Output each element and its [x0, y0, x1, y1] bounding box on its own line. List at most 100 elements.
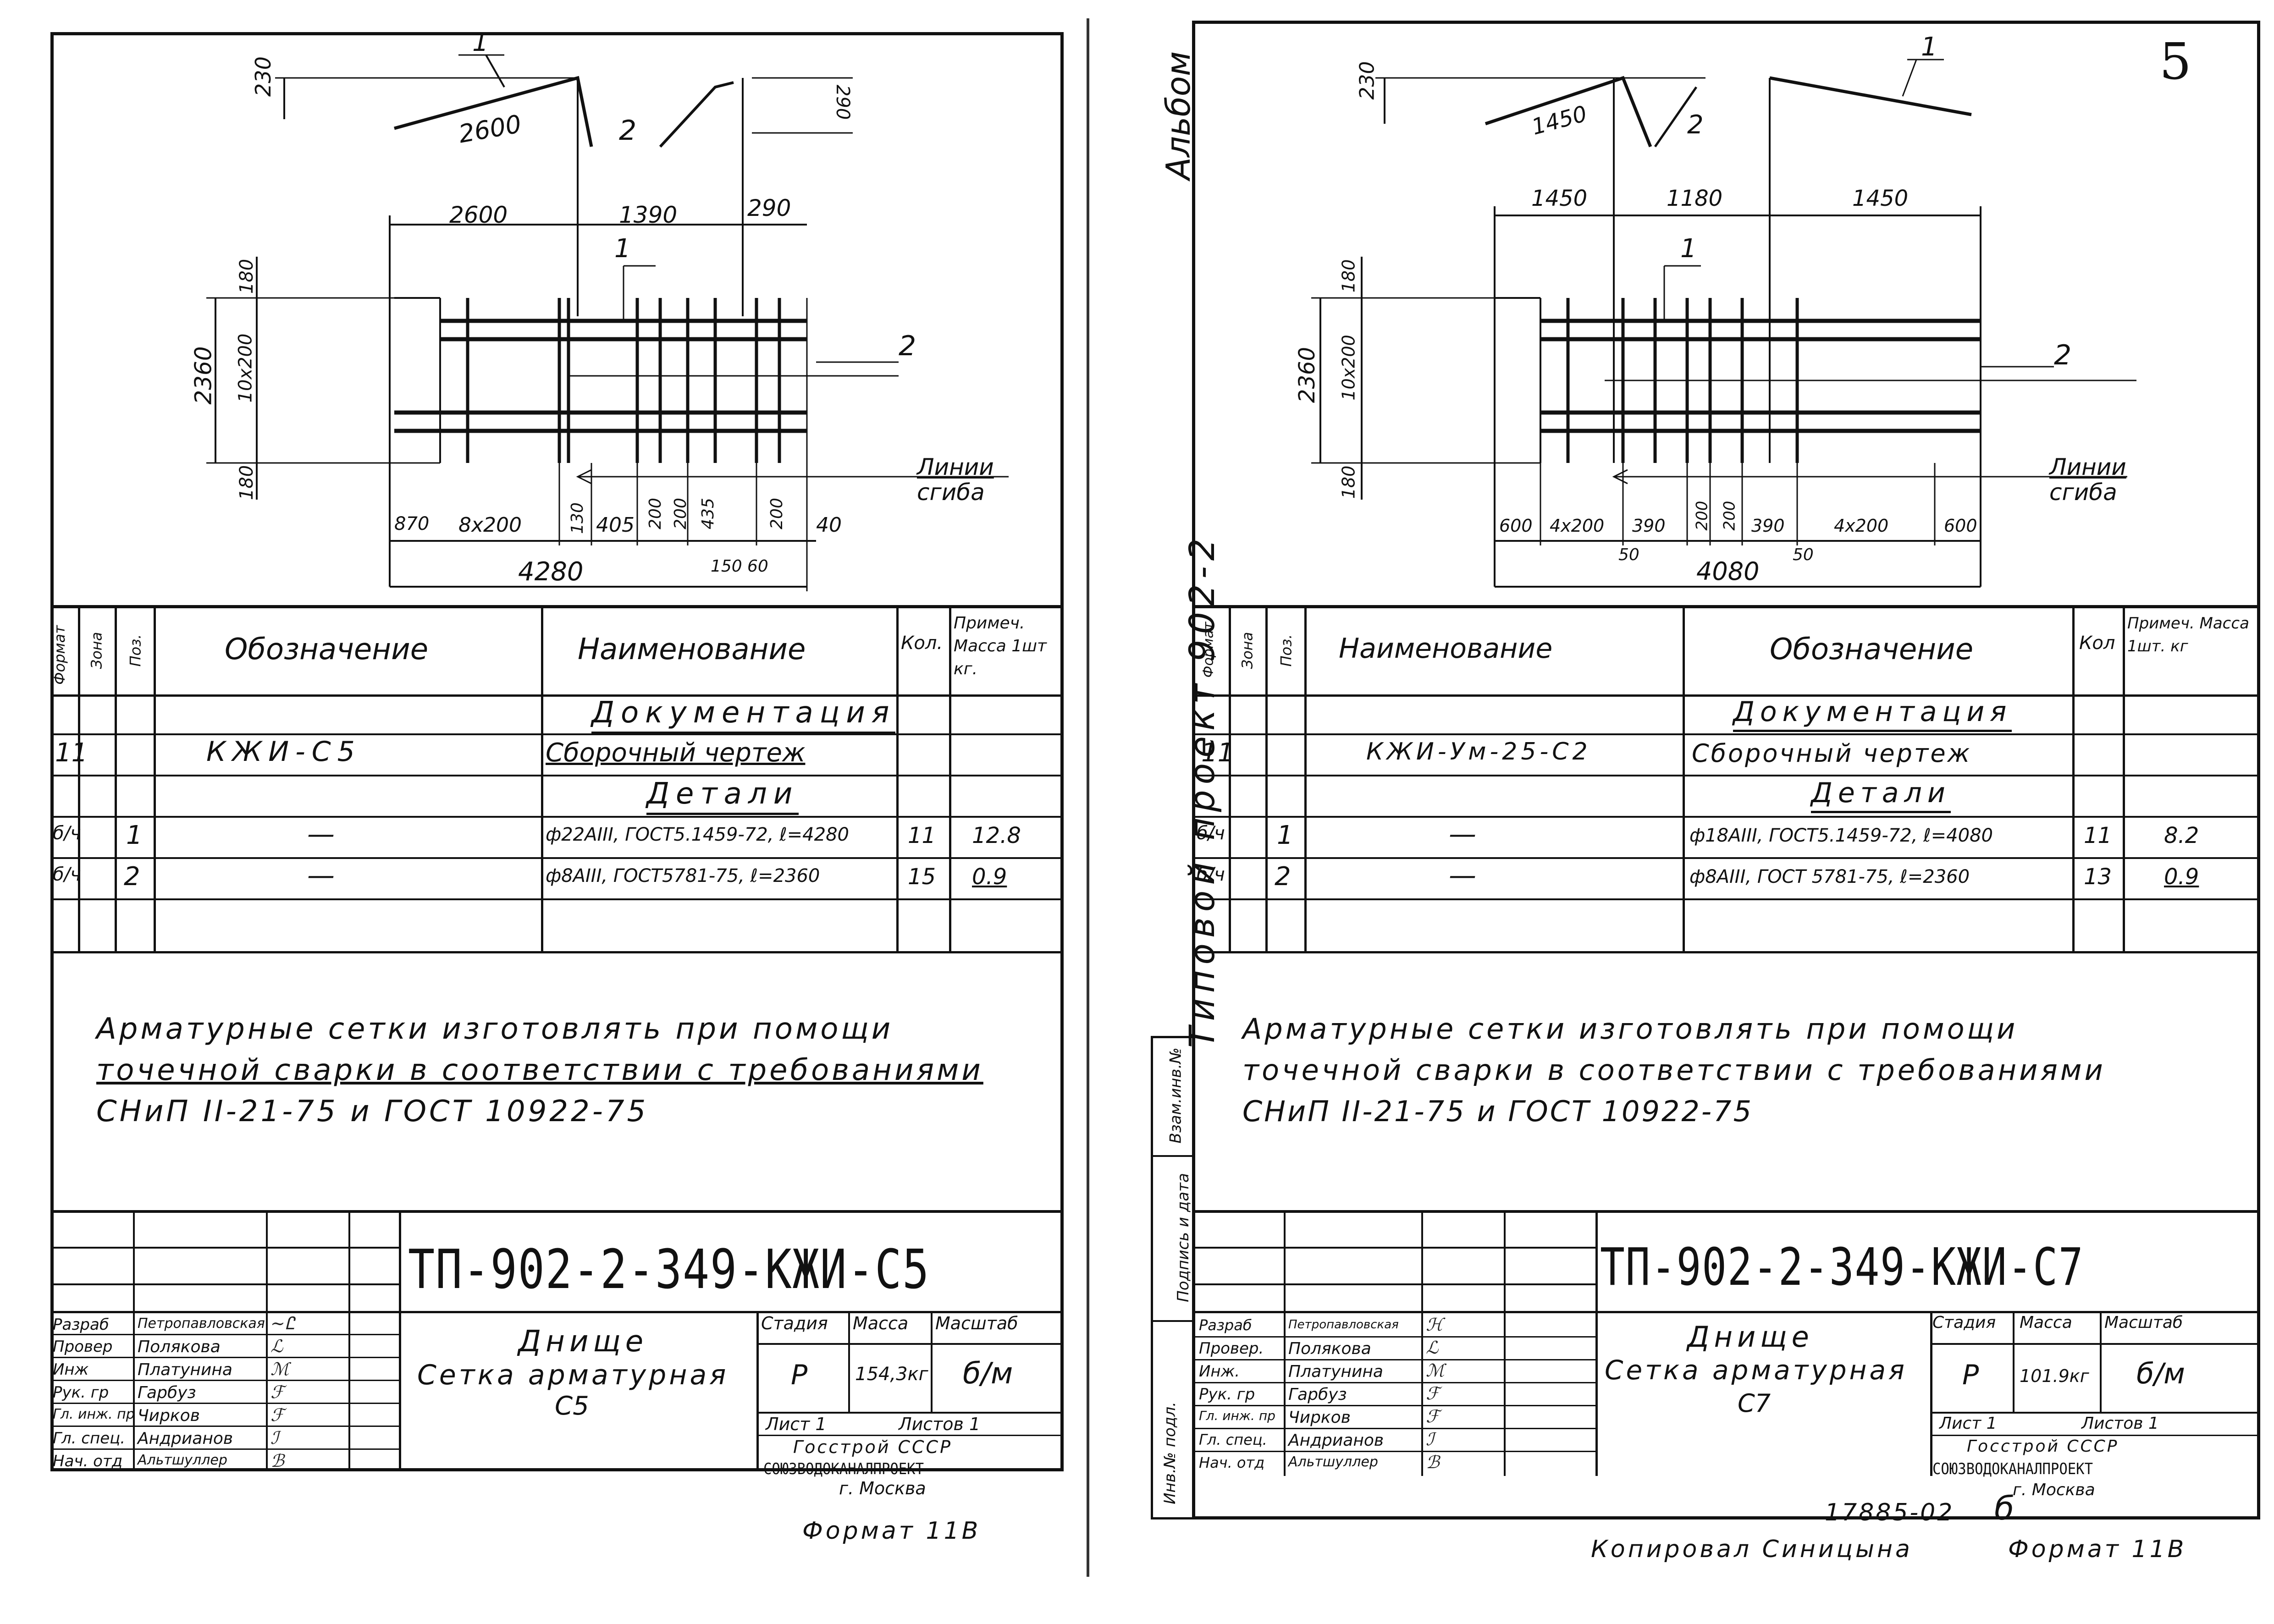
- role-3: Инж: [53, 1360, 89, 1379]
- row2-format: б/ч: [53, 864, 81, 885]
- leader-label-2: 2: [619, 115, 637, 147]
- r-dim-10x200: 10x200: [1338, 335, 1359, 401]
- r-role-4: Рук. гр: [1199, 1385, 1255, 1404]
- r-person-4: Гарбуз: [1288, 1385, 1347, 1404]
- leader-label-2-mid: 2: [899, 330, 916, 362]
- person-4: Гарбуз: [138, 1383, 196, 1402]
- title-line-2: Сетка арматурная: [417, 1359, 729, 1391]
- dim-200-c: 200: [767, 498, 786, 529]
- r-row2-designation: —: [1449, 859, 1476, 892]
- r-doc-row-name: Сборочный чертеж: [1692, 739, 1972, 768]
- side-stamp-inv: Инв.№ подл.: [1160, 1402, 1179, 1504]
- person-2: Полякова: [138, 1338, 221, 1356]
- r-row1-mass: 8.2: [2164, 823, 2199, 848]
- left-rebar-mesh-drawing: [206, 54, 1009, 591]
- r-dim-230: 230: [1355, 61, 1379, 100]
- r-scale-value: б/м: [2136, 1357, 2185, 1390]
- signature-3: ℳ: [270, 1359, 289, 1379]
- r-role-5: Гл. инж. пр: [1199, 1408, 1275, 1423]
- r-sheets-label: Листов 1: [2081, 1414, 2159, 1433]
- scale-value: б/м: [963, 1357, 1013, 1391]
- dim-200-b: 200: [671, 498, 690, 529]
- r-dim-200-b: 200: [1720, 501, 1739, 531]
- r-role-6: Гл. спец.: [1199, 1431, 1267, 1448]
- r-row1-name: ф18АIII, ГОСТ5.1459-72, ℓ=4080: [1689, 825, 1993, 846]
- person-7: Альтшуллер: [138, 1452, 227, 1468]
- right-sheet-frame: [1192, 21, 2260, 1519]
- r-title-line-2: Сетка арматурная: [1605, 1354, 1907, 1386]
- r-org-2: СОЮЗВОДОКАНАЛПРОЕКТ: [1932, 1460, 2093, 1478]
- r-person-5: Чирков: [1288, 1408, 1351, 1427]
- r-header-qty: Кол: [2079, 633, 2115, 654]
- dim-180-bottom: 180: [236, 465, 258, 501]
- note-line-1: Арматурные сетки изготовлять при помощи: [96, 1012, 894, 1046]
- right-rebar-mesh-drawing: [1311, 59, 2136, 588]
- role-5: Гл. инж. пр: [53, 1406, 135, 1422]
- r-dim-1450-right: 1450: [1852, 186, 1909, 211]
- r-leader-label-2: 2: [1687, 110, 1704, 140]
- person-6: Андрианов: [138, 1429, 233, 1448]
- r-org-1: Госстрой СССР: [1967, 1437, 2119, 1456]
- dim-2600-mid: 2600: [449, 202, 508, 228]
- note-line-2: точечной сварки в соответствии с требова…: [96, 1053, 983, 1087]
- r-title-line-3: С7: [1738, 1389, 1771, 1418]
- r-dim-4080: 4080: [1696, 557, 1760, 586]
- left-title-block: ТП-902-2-349-КЖИ-С5 Днище Сетка арматурн…: [50, 1210, 1064, 1498]
- r-person-7: Альтшуллер: [1288, 1454, 1378, 1470]
- stage-label: Стадия: [761, 1313, 828, 1333]
- r-signature-4: ℱ: [1426, 1383, 1440, 1404]
- r-dim-1450-left: 1450: [1531, 186, 1588, 211]
- stage-value: Р: [791, 1359, 808, 1391]
- r-header-zone: Зона: [1238, 632, 1256, 669]
- bend-line-label-2: сгиба: [917, 479, 985, 506]
- mass-label: Масса: [853, 1313, 909, 1333]
- r-signature-6: ℐ: [1426, 1429, 1434, 1449]
- signature-2: ℒ: [270, 1336, 283, 1356]
- r-row2-qty: 13: [2084, 864, 2112, 890]
- r-signature-3: ℳ: [1426, 1360, 1445, 1381]
- sheet-label: Лист 1: [766, 1414, 827, 1434]
- r-dim-180-bottom: 180: [1338, 465, 1359, 499]
- dim-8x200: 8x200: [458, 513, 522, 537]
- r-dim-200-a: 200: [1693, 501, 1711, 531]
- leader-label-1-top: 1: [472, 28, 489, 57]
- note-line-3: СНиП II-21-75 и ГОСТ 10922-75: [96, 1095, 649, 1129]
- person-1: Петропавловская: [138, 1316, 265, 1332]
- r-row1-pos: 1: [1277, 820, 1293, 850]
- r-leader-label-2-mid: 2: [2054, 339, 2072, 371]
- doc-row-designation: КЖИ-С5: [206, 736, 361, 768]
- r-dim-4x200-left: 4x200: [1550, 516, 1605, 536]
- r-section-documentation: Документация: [1733, 696, 2012, 732]
- r-header-format: Формат: [1200, 622, 1217, 678]
- right-sheet: 5 Альбом Типовой проект 902-2 Инв.№ подл…: [1091, 0, 2274, 1624]
- row2-mass: 0.9: [972, 864, 1007, 890]
- r-row2-mass: 0.9: [2164, 864, 2199, 890]
- signature-5: ℱ: [270, 1405, 284, 1425]
- signature-6: ℐ: [270, 1428, 279, 1448]
- r-dim-1180: 1180: [1667, 186, 1723, 211]
- header-pos: Поз.: [127, 634, 144, 667]
- dim-10x200: 10x200: [235, 333, 256, 403]
- r-role-2: Провер.: [1199, 1339, 1264, 1358]
- bend-line-label-1: Линии: [917, 454, 994, 480]
- row2-qty: 15: [908, 864, 936, 890]
- left-spec-table: Формат Зона Поз. Обозначение Наименовани…: [50, 605, 1064, 953]
- doc-row-name: Сборочный чертеж: [546, 738, 806, 768]
- r-role-1: Разраб: [1199, 1316, 1252, 1334]
- header-name: Наименование: [578, 633, 806, 666]
- r-leader-label-1-mid: 1: [1680, 234, 1697, 264]
- r-dim-50-right: 50: [1793, 545, 1814, 564]
- r-header-pos: Поз.: [1277, 634, 1295, 667]
- leader-label-1-mid: 1: [614, 234, 631, 264]
- r-leader-label-1-top: 1: [1921, 32, 1937, 62]
- dim-1390: 1390: [619, 202, 678, 228]
- role-2: Провер: [53, 1338, 113, 1356]
- r-row1-designation: —: [1449, 818, 1476, 850]
- signature-1: ~Ꮭ: [270, 1313, 295, 1333]
- r-dim-2360: 2360: [1294, 347, 1320, 403]
- row2-designation: —: [307, 859, 335, 892]
- r-bend-line-label-1: Линии: [2049, 454, 2126, 480]
- r-role-7: Нач. отд: [1199, 1454, 1265, 1471]
- section-parts: Детали: [646, 777, 799, 815]
- r-signature-1: ℋ: [1426, 1315, 1443, 1335]
